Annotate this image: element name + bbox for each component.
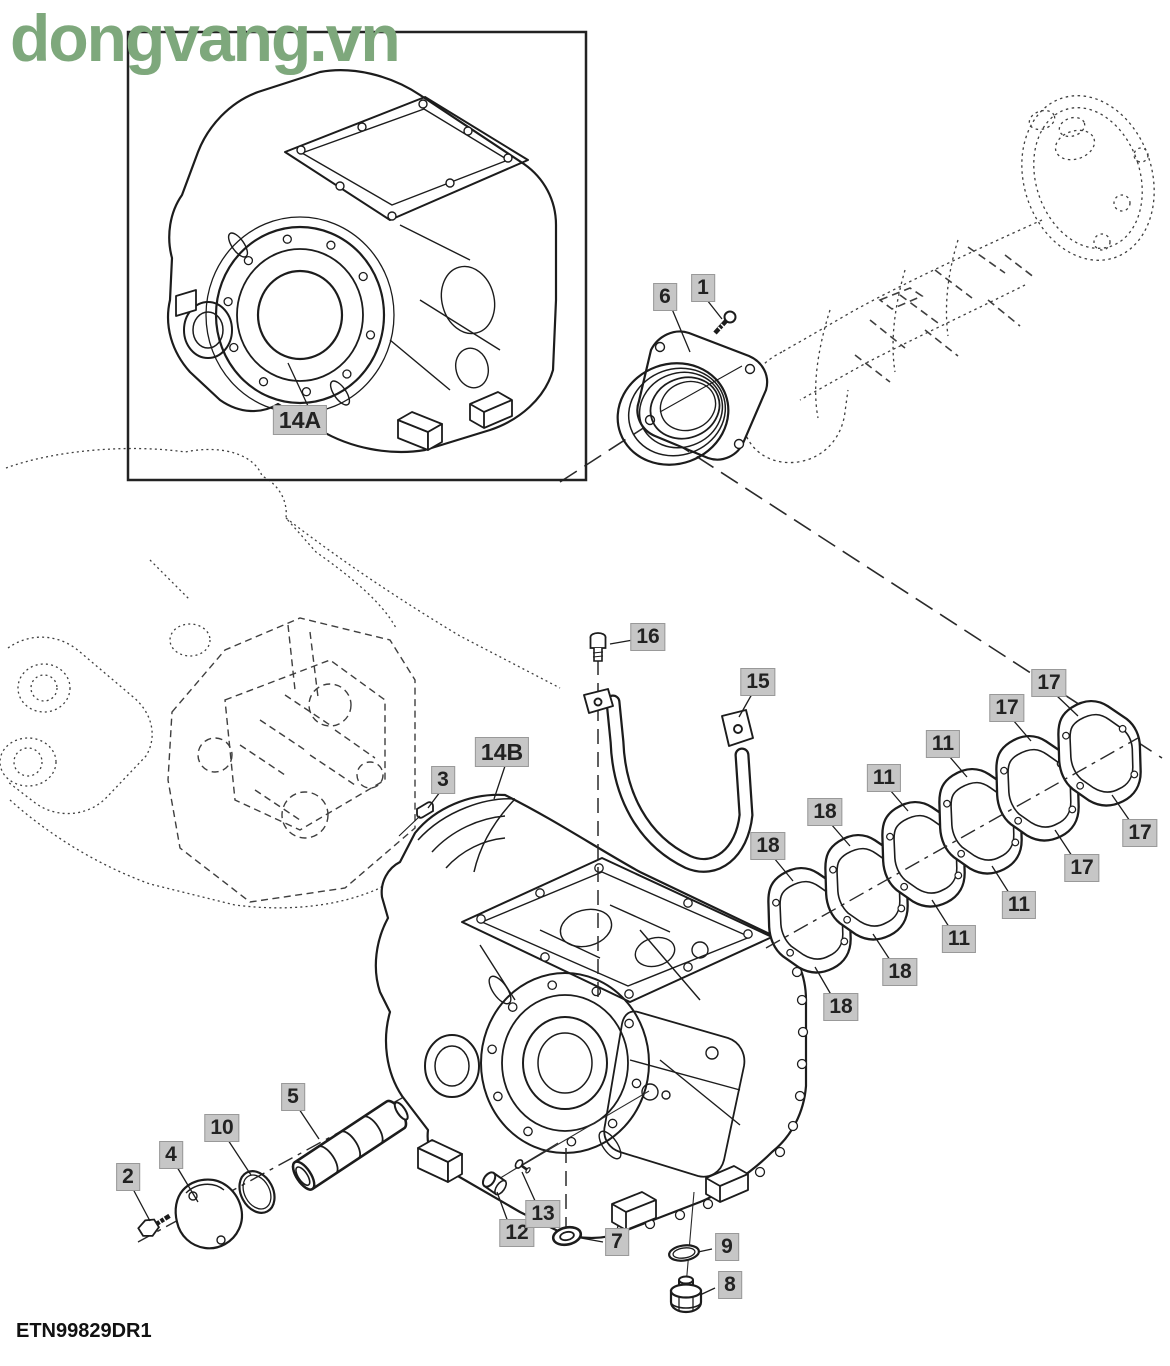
callout-17-7: 17 [1031, 669, 1067, 697]
drawing-code: ETN99829DR1 [16, 1320, 152, 1342]
leader-14b-5 [493, 765, 506, 800]
callout-14b-5: 14B [474, 737, 530, 767]
oil-screen-tube-5 [291, 1099, 409, 1191]
screw-2 [137, 1213, 171, 1237]
leader-9-26 [697, 1248, 713, 1253]
leader-7-25 [580, 1237, 604, 1243]
callout-18-12: 18 [750, 832, 786, 860]
leader-13-24 [521, 1171, 537, 1204]
callout-3-6: 3 [431, 766, 455, 794]
leader-11-9 [948, 755, 968, 778]
bearing-quill-6 [616, 330, 769, 466]
washer-7 [551, 1225, 583, 1247]
clutch-housing-ghost [0, 447, 561, 909]
leader-12-23 [496, 1191, 509, 1223]
leader-4-21 [176, 1166, 199, 1203]
callout-10-20: 10 [204, 1114, 240, 1142]
mount-bolt-16 [589, 632, 607, 662]
callout-11-9: 11 [925, 730, 961, 758]
cover-plate-4 [174, 1178, 244, 1250]
pin-13 [514, 1159, 531, 1174]
callout-17-8: 17 [989, 694, 1025, 722]
leader-17-7 [1055, 694, 1079, 717]
clamp-bracket-15 [583, 688, 754, 873]
callout-5-19: 5 [281, 1083, 305, 1111]
callout-12-23: 12 [499, 1219, 535, 1247]
callout-7-25: 7 [605, 1228, 629, 1256]
leader-2-22 [132, 1188, 151, 1222]
callout-11-15: 11 [1001, 891, 1037, 919]
watermark: dongvang.vn [10, 1, 401, 75]
callout-18-17: 18 [882, 958, 918, 986]
callout-11-16: 11 [941, 925, 977, 953]
callout-13-24: 13 [525, 1200, 561, 1228]
o-ring-9 [668, 1244, 700, 1262]
leader-10-20 [227, 1139, 252, 1176]
leader-17-8 [1012, 719, 1032, 742]
drain-plug-8 [669, 1275, 703, 1314]
callout-17-13: 17 [1122, 819, 1158, 847]
callout-18-18: 18 [823, 993, 859, 1021]
clutch-housing-ghost-body [167, 617, 416, 903]
inset-case-14a [166, 69, 558, 454]
callout-14a-0: 14A [272, 405, 328, 435]
callout-9-26: 9 [715, 1233, 739, 1261]
callout-2-22: 2 [116, 1163, 140, 1191]
o-ring-10 [238, 1170, 276, 1214]
main-case-14b [374, 793, 809, 1240]
callout-8-27: 8 [718, 1271, 742, 1299]
callout-11-10: 11 [866, 764, 902, 792]
callout-17-14: 17 [1064, 854, 1100, 882]
callout-1-2: 1 [691, 274, 715, 302]
rear-axle-housing-ghost-hatch [854, 246, 1036, 383]
leader-15-4 [738, 693, 753, 718]
inset-frame [126, 30, 588, 482]
screw-1 [713, 310, 737, 335]
leader-1-2 [706, 299, 723, 320]
leader-5-19 [298, 1108, 320, 1140]
plug-12 [481, 1171, 507, 1196]
leader-18-18 [814, 966, 834, 999]
leader-14a-0 [287, 362, 309, 407]
leader-6-1 [671, 308, 691, 353]
leader-16-3 [609, 639, 634, 645]
leader-18-12 [773, 857, 794, 882]
leader-8-27 [699, 1287, 716, 1296]
shim-pack [751, 688, 1158, 986]
callout-18-11: 18 [807, 798, 843, 826]
leader-18-11 [830, 823, 851, 847]
callout-15-4: 15 [740, 668, 776, 696]
leader-11-10 [889, 789, 909, 812]
overlay-centerlines [496, 660, 695, 1287]
callout-16-3: 16 [630, 623, 666, 651]
callout-4-21: 4 [159, 1141, 183, 1169]
callout-6-1: 6 [653, 283, 677, 311]
leader-3-6 [427, 791, 441, 809]
